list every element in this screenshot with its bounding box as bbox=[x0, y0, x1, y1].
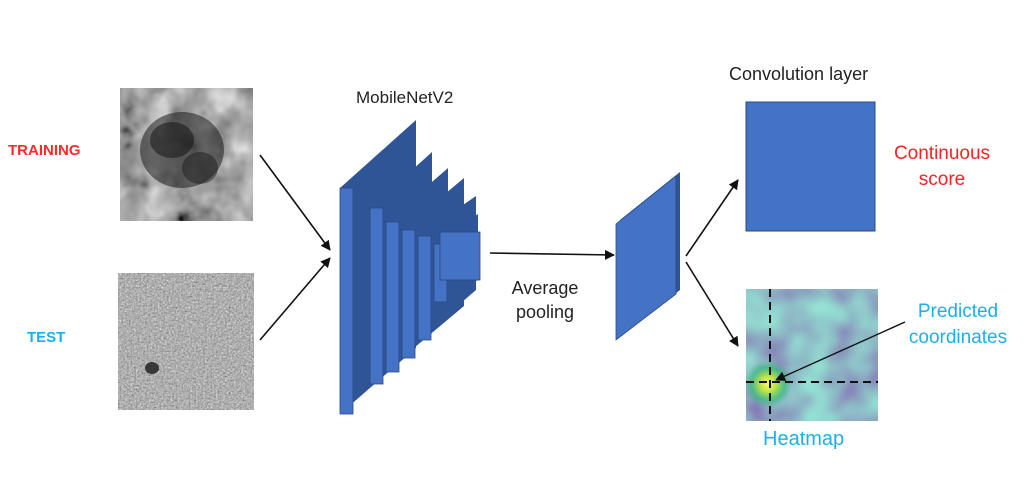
arrow-training-to-network bbox=[259, 154, 331, 251]
mobilenetv2-layers bbox=[339, 120, 481, 415]
predicted-coordinates-line1: Predicted bbox=[917, 301, 999, 322]
predicted-coordinates-label: Predicted coordinates bbox=[896, 299, 1020, 351]
continuous-score-label: Continuous score bbox=[892, 141, 992, 193]
predicted-coordinates-line2: coordinates bbox=[908, 327, 1008, 348]
continuous-score-line1: Continuous bbox=[893, 143, 991, 164]
heatmap-label: Heatmap bbox=[763, 428, 845, 450]
test-image bbox=[118, 273, 254, 410]
convolution-layer-square bbox=[745, 101, 876, 232]
training-label: TRAINING bbox=[8, 142, 81, 159]
pooled-feature-layer bbox=[615, 172, 680, 341]
average-pooling-label: Average pooling bbox=[500, 276, 590, 324]
arrow-predicted-coordinates bbox=[775, 321, 906, 381]
average-pooling-line1: Average bbox=[511, 278, 579, 298]
continuous-score-line2: score bbox=[918, 169, 966, 190]
arrow-test-to-network bbox=[259, 257, 331, 341]
heatmap-hotspot bbox=[746, 360, 792, 408]
test-label: TEST bbox=[27, 329, 66, 346]
arrow-network-to-pooling bbox=[489, 249, 615, 260]
average-pooling-line2: pooling bbox=[515, 302, 575, 322]
convolution-layer-label: Convolution layer bbox=[729, 64, 869, 84]
layer-slab-7 bbox=[439, 231, 481, 281]
heatmap-image bbox=[746, 289, 878, 421]
mobilenetv2-label: MobileNetV2 bbox=[356, 88, 454, 107]
training-image bbox=[120, 88, 253, 221]
arrow-to-heatmap bbox=[685, 261, 739, 347]
arrow-to-convolution-layer bbox=[685, 179, 739, 257]
